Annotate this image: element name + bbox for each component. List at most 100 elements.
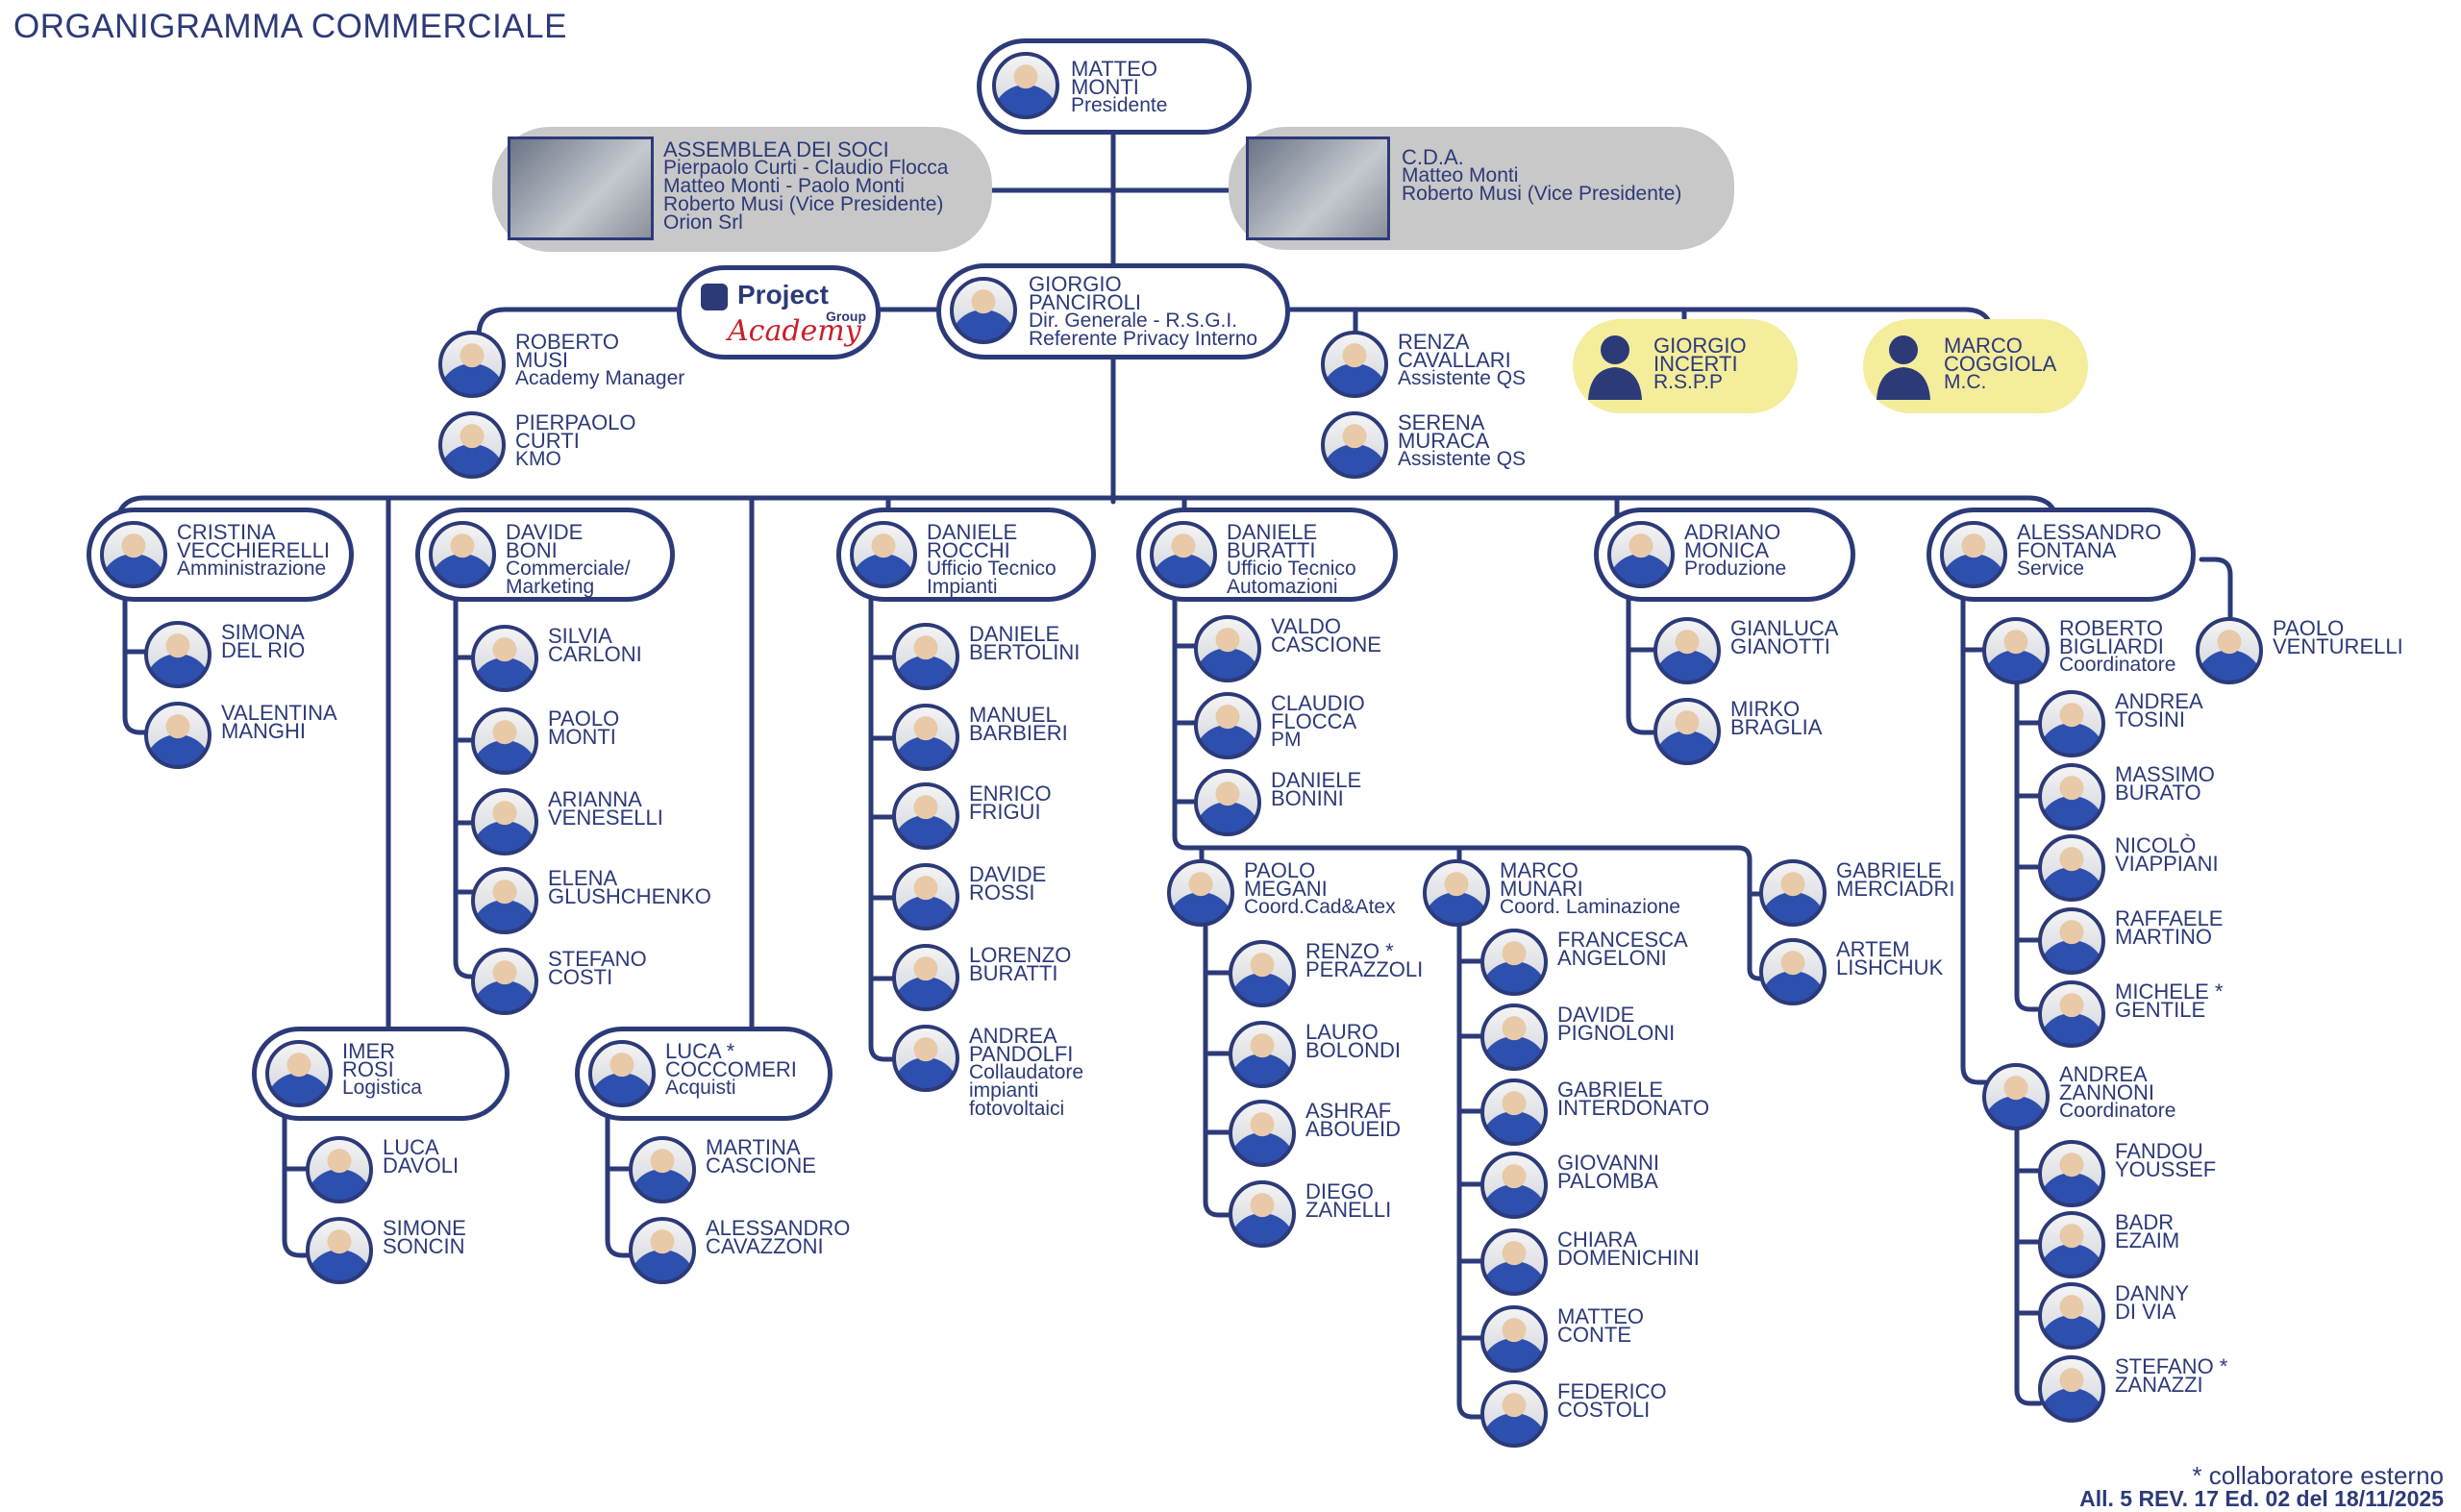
person-label-sub_cad-members-0: RENZO *PERAZZOLI [1305, 939, 1423, 980]
page-title: ORGANIGRAMMA COMMERCIALE [13, 8, 567, 45]
person-photo-dept_serv-coord1_members-4 [2038, 980, 2105, 1048]
person-surname: CAVALLARI [1398, 348, 1511, 372]
person-photo-dept_serv-coord1_members-3 [2038, 907, 2105, 975]
name: GIORGIO [1653, 334, 1747, 358]
person-silhouette-icon [1877, 335, 1930, 400]
person-name: ANDREA [2115, 689, 2203, 713]
person-name: MASSIMO [2115, 762, 2215, 786]
person-role: Ufficio Tecnico [927, 558, 1056, 580]
person-photo-dept_log-head [265, 1040, 333, 1107]
person-silhouette-icon [1588, 335, 1642, 400]
person-surname: BURATTI [1227, 538, 1316, 562]
person-name: PIERPAOLO [515, 410, 636, 434]
cda-line: Matteo Monti [1402, 164, 1519, 186]
person-photo-dept_acq-head [588, 1040, 656, 1107]
person-surname: YOUSSEF [2115, 1157, 2217, 1181]
person-role: impianti [969, 1079, 1039, 1102]
person-name: SIMONE [383, 1216, 466, 1240]
person-name: CHIARA [1557, 1227, 1638, 1252]
person-name: MICHELE * [2115, 979, 2224, 1004]
person-surname: BONINI [1271, 786, 1344, 810]
person-name: RENZO * [1305, 939, 1394, 963]
person-photo-dept_aut-members-0 [1194, 615, 1261, 682]
person-photo-staff_right-0 [1321, 331, 1388, 398]
person-role: Acquisti [665, 1077, 736, 1099]
person-photo-dept_amm-members-0 [144, 621, 211, 688]
person-photo-dept_acq-members-0 [629, 1136, 696, 1203]
person-name: GIANLUCA [1730, 616, 1839, 640]
person-role: fotovoltaici [969, 1098, 1065, 1120]
president-photo [992, 52, 1059, 119]
person-surname: CAVAZZONI [706, 1234, 824, 1258]
person-name: MATTEO [1557, 1304, 1645, 1328]
person-name: ASHRAF [1305, 1099, 1392, 1123]
footer-note: * collaboratore esterno [2192, 1461, 2444, 1490]
person-name: ENRICO [969, 781, 1052, 806]
person-photo-dept_serv-coord2_members-1 [2038, 1211, 2105, 1278]
person-photo-dept_aut-head [1150, 521, 1217, 588]
assemblea-title: ASSEMBLEA DEI SOCI [663, 137, 889, 161]
person-label-dept_serv-coord1_members-4: MICHELE *GENTILE [2115, 979, 2224, 1021]
person-role: Coordinatore [2059, 1100, 2176, 1122]
person-surname: VENESELLI [548, 806, 663, 830]
name: MATTEO [1071, 57, 1158, 81]
person-photo-dept_comm-members-4 [471, 948, 538, 1015]
person-name: ANDREA [2059, 1062, 2148, 1086]
person-name: FRANCESCA [1557, 928, 1688, 952]
person-surname: ABOUEID [1305, 1117, 1402, 1141]
person-surname: BOLONDI [1305, 1038, 1402, 1062]
person-role: Automazioni [1227, 576, 1338, 598]
person-photo-dept_comm-head [429, 521, 496, 588]
person-name: FANDOU [2115, 1139, 2203, 1163]
person-role: Logistica [342, 1077, 422, 1099]
person-role: Service [2017, 558, 2085, 580]
person-name: STEFANO [548, 947, 647, 971]
person-name: IMER [342, 1039, 395, 1063]
logo-word: Academy [728, 314, 861, 348]
person-surname: CASCIONE [1271, 632, 1381, 657]
person-surname: VIAPPIANI [2115, 852, 2219, 876]
person-surname: MONTI [548, 725, 616, 749]
person-photo-dept_serv-coord1_members-2 [2038, 834, 2105, 902]
person-surname: BONI [506, 538, 558, 562]
person-photo-dept_imp-members-3 [892, 863, 959, 930]
role: Referente Privacy Interno [1029, 328, 1258, 350]
mc-label: MARCO COGGIOLA M.C. [1944, 335, 2056, 393]
person-surname: TOSINI [2115, 707, 2185, 731]
rspp-label: GIORGIO INCERTI R.S.P.P [1653, 334, 1747, 393]
person-photo-sub_cad-members-2 [1229, 1100, 1296, 1167]
person-surname: ROSI [342, 1057, 394, 1081]
person-role: Coord. Laminazione [1500, 896, 1680, 918]
role: Presidente [1071, 94, 1168, 116]
person-photo-sub_cad-members-0 [1229, 940, 1296, 1007]
person-surname: DEL RIO [221, 638, 306, 662]
person-surname: BURATTI [969, 961, 1058, 985]
person-photo-staff_left-0 [438, 331, 506, 398]
person-surname: MUNARI [1500, 877, 1583, 901]
person-label-dept_serv-coord2_members-3: STEFANO *ZANAZZI [2115, 1356, 2227, 1396]
person-name: GABRIELE [1836, 858, 1943, 882]
logo-word: Group [826, 309, 866, 324]
person-name: LUCA * [665, 1039, 735, 1063]
